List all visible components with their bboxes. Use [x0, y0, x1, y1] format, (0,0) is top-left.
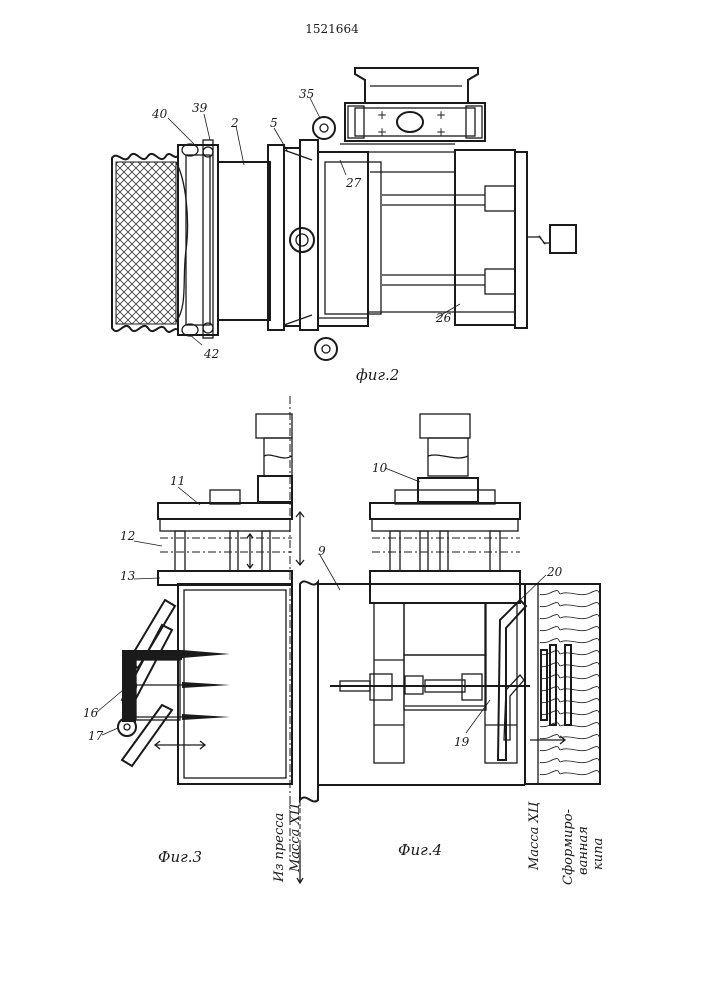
sleeve-2	[218, 162, 270, 320]
svg-text:+: +	[436, 108, 446, 122]
label-17: 17	[88, 729, 104, 743]
label-16: 16	[83, 706, 99, 720]
fig2-caption: фиг.2	[356, 366, 399, 384]
figure-4: 10 9 20 19 Фиг.4	[300, 414, 600, 859]
mesh-bale	[112, 154, 188, 332]
label-10: 10	[372, 461, 388, 475]
svg-text:+: +	[377, 125, 387, 139]
label-26: 26	[435, 311, 452, 325]
clamp-39	[203, 140, 213, 338]
label-formed-bale-1: Сформиро-	[561, 809, 576, 885]
label-42: 42	[203, 347, 219, 361]
label-27: 27	[345, 176, 362, 190]
label-12: 12	[120, 529, 135, 543]
figure-2: + + + + 40 39 2 5 35 27 42 26	[112, 68, 576, 384]
feed-flange	[300, 581, 318, 801]
knob	[290, 228, 314, 252]
label-formed-bale-3: кипа	[591, 838, 606, 870]
label-13: 13	[120, 569, 136, 583]
label-mass-right: Масса ХЦ	[527, 801, 542, 871]
patent-number: 1521664	[305, 22, 359, 36]
frame-40	[178, 145, 218, 335]
roller-35	[313, 117, 335, 139]
svg-text:+: +	[377, 108, 387, 122]
plate-11	[158, 503, 292, 519]
fig4-caption: Фиг.4	[398, 841, 442, 859]
fig3-caption: Фиг.3	[158, 848, 202, 866]
label-19: 19	[454, 735, 470, 749]
label-5: 5	[270, 116, 278, 130]
label-formed-bale-2: ванная	[576, 826, 591, 875]
frame-26	[455, 150, 515, 325]
label-11: 11	[170, 474, 185, 488]
label-mass-left: Масса ХЦ	[288, 803, 303, 873]
label-40: 40	[151, 107, 168, 121]
roller-bottom	[315, 338, 337, 360]
label-2: 2	[230, 116, 239, 130]
label-39: 39	[192, 101, 208, 115]
motor	[550, 225, 576, 253]
plate-13	[158, 571, 292, 585]
mount-block	[345, 103, 485, 141]
svg-text:+: +	[436, 125, 446, 139]
label-from-press: Из пресса	[272, 813, 287, 883]
label-9: 9	[318, 544, 326, 558]
figure-3: 11 12 13 16 17 Фиг.3	[83, 414, 304, 866]
label-20: 20	[546, 565, 563, 579]
label-35: 35	[299, 87, 314, 101]
guide-20	[498, 600, 526, 760]
